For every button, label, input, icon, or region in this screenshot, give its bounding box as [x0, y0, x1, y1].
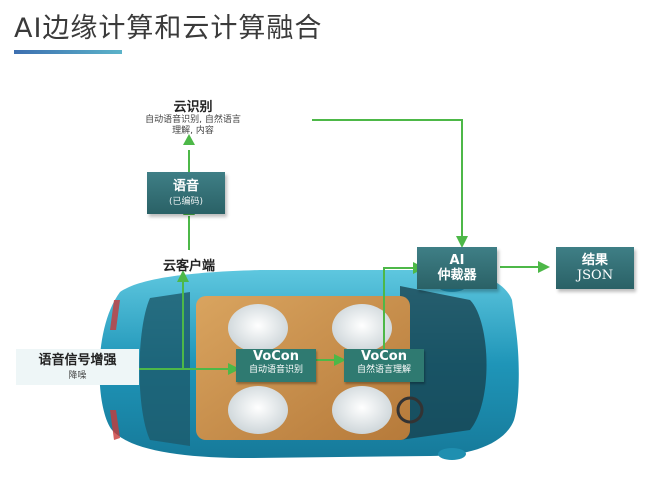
cloud-client-title: 云客户端: [162, 259, 215, 274]
cloud-recognition-label: 云识别 自动语音识别, 自然语言 理解, 内容: [122, 96, 264, 137]
cloud-recognition-desc-2: 理解, 内容: [172, 126, 214, 136]
signal-enhance-sub: 降噪: [68, 371, 87, 381]
vocon-nlu-box: VoCon 自然语言理解: [344, 349, 424, 382]
speech-box-title: 语音: [172, 179, 199, 194]
vocon-nlu-sub: 自然语言理解: [356, 365, 411, 375]
result-line2: JSON: [576, 268, 614, 283]
ai-arbitrator-line2: 仲裁器: [437, 268, 477, 283]
title-underline: [14, 50, 122, 54]
cloud-recognition-title: 云识别: [173, 100, 213, 115]
vocon-asr-title: VoCon: [252, 349, 299, 364]
vocon-nlu-title: VoCon: [360, 349, 407, 364]
cloud-client-label: 云客户端: [148, 255, 230, 274]
signal-enhance-box: 语音信号增强 降噪: [16, 349, 139, 385]
page-title: AI边缘计算和云计算融合: [14, 13, 323, 44]
speech-box-sub: (已编码): [168, 197, 204, 207]
vocon-asr-box: VoCon 自动语音识别: [236, 349, 316, 382]
ai-arbitrator-line1: AI: [449, 253, 465, 268]
cloud-recognition-desc-1: 自动语音识别, 自然语言: [145, 115, 241, 125]
result-line1: 结果: [581, 253, 608, 268]
vocon-asr-sub: 自动语音识别: [248, 365, 303, 375]
ai-arbitrator-box: AI 仲裁器: [417, 247, 497, 289]
speech-encoded-box: 语音 (已编码): [147, 172, 225, 214]
result-json-box: 结果 JSON: [556, 247, 634, 289]
signal-enhance-title: 语音信号增强: [38, 353, 117, 368]
